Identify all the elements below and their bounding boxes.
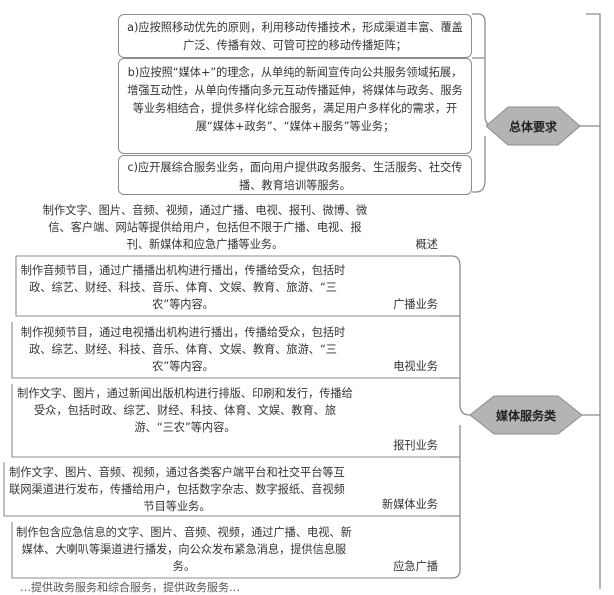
media-node[interactable]: 媒体服务类 [470,395,582,435]
general-node-label: 总体要求 [508,119,557,134]
general-diamond-icon [486,106,580,146]
media-card-newmedia: 制作文字、图片、音频、视频，通过各类客户端平台和社交平台等互联网渠道进行发布，传… [4,462,440,516]
media-card-newmedia-label: 新媒体业务 [382,498,438,511]
media-card-overview-text: 制作文字、图片、音频、视频，通过广播、电视、报刊、微博、微信、客户端、网站等提供… [42,204,368,251]
partial-next-item: …提供政务服务和综合服务，提供政务服务… [20,581,240,594]
media-node-label: 媒体服务类 [495,408,556,423]
media-card-emergency-text: 制作包含应急信息的文字、图片、音频、视频，通过广播、电视、新媒体、大喇叭等渠道进… [16,526,352,573]
media-card-radio-label: 广播业务 [393,298,438,311]
general-item-b: b)应按照“媒体+”的理念，从单纯的新闻宣传向公共服务领域拓展，增强互动性，从单… [118,58,472,154]
media-card-tv-text: 制作视频节目，通过电视播出机构进行播出，传播给受众，包括时政、综艺、财经、科技、… [20,326,346,373]
media-card-tv: 制作视频节目，通过电视播出机构进行播出，传播给受众，包括时政、综艺、财经、科技、… [12,322,440,378]
general-item-c-text: c)应开展综合服务业务，面向用户提供政务服务、生活服务、社交传播、教育培训等服务… [127,161,463,192]
media-card-press-label: 报刊业务 [393,439,438,452]
media-card-overview-label: 概述 [415,238,438,251]
media-card-radio: 制作音频节目，通过广播播出机构进行播出，传播给受众，包括时政、综艺、财经、科技、… [16,260,440,316]
media-card-emergency-label: 应急广播 [393,560,438,573]
media-card-tv-label: 电视业务 [393,360,438,373]
general-node[interactable]: 总体要求 [486,106,580,146]
media-card-emergency: 制作包含应急信息的文字、图片、音频、视频，通过广播、电视、新媒体、大喇叭等渠道进… [12,522,440,578]
media-card-press: 制作文字、图片，通过新闻出版机构进行排版、印刷和发行，传播给受众，包括时政、综艺… [12,384,440,457]
media-card-radio-text: 制作音频节目，通过广播播出机构进行播出，传播给受众，包括时政、综艺、财经、科技、… [20,264,346,311]
general-item-a-text: a)应按照移动优先的原则，利用移动传播技术，形成渠道丰富、覆盖广泛、传播有效、可… [127,21,463,52]
media-diamond-icon [470,395,582,435]
media-card-overview: 制作文字、图片、音频、视频，通过广播、电视、报刊、微博、微信、客户端、网站等提供… [30,200,440,256]
general-item-a: a)应按照移动优先的原则，利用移动传播技术，形成渠道丰富、覆盖广泛、传播有效、可… [118,14,472,58]
general-item-b-text: b)应按照“媒体+”的理念，从单纯的新闻宣传向公共服务领域拓展，增强互动性，从单… [127,66,463,133]
media-card-newmedia-text: 制作文字、图片、音频、视频，通过各类客户端平台和社交平台等互联网渠道进行发布，传… [9,466,345,513]
media-card-press-text: 制作文字、图片，通过新闻出版机构进行排版、印刷和发行，传播给受众，包括时政、综艺… [17,387,353,434]
general-item-c: c)应开展综合服务业务，面向用户提供政务服务、生活服务、社交传播、教育培训等服务… [118,155,472,195]
